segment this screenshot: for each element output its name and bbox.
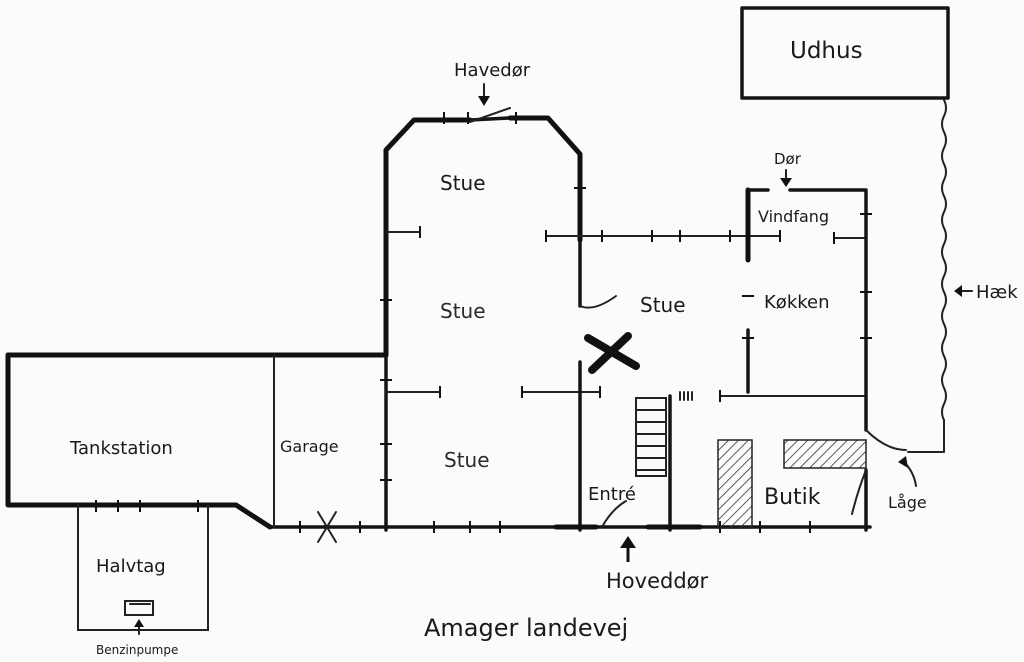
annotation-hoveddor: Hoveddør: [606, 569, 708, 593]
cross-mark: [584, 332, 640, 374]
arrows: [134, 83, 973, 635]
hoveddor-arrow-icon: [620, 536, 636, 562]
room-label-garage: Garage: [280, 437, 339, 456]
room-label-butik: Butik: [764, 485, 821, 510]
annotation-laage: Låge: [888, 493, 927, 512]
room-label-tankstation: Tankstation: [69, 438, 173, 459]
shop-counters: [717, 439, 867, 529]
room-label-stue-top: Stue: [440, 171, 486, 195]
main-house-walls: [5, 115, 872, 631]
haek-arrow-icon: [954, 285, 973, 297]
door-swings: [317, 107, 907, 543]
room-label-halvtag: Halvtag: [96, 556, 166, 577]
room-label-entre: Entré: [588, 484, 636, 505]
hedge: [907, 99, 947, 453]
room-label-stue-right: Stue: [640, 293, 686, 317]
outbuilding: [740, 6, 950, 100]
dor-arrow-icon: [780, 169, 792, 187]
room-label-udhus: Udhus: [790, 38, 863, 64]
laage-arrow-icon: [898, 456, 917, 487]
annotation-benzinpumpe: Benzinpumpe: [96, 643, 178, 657]
annotation-haek: Hæk: [976, 282, 1018, 303]
havedor-arrow-icon: [478, 83, 490, 106]
room-label-stue-bottom: Stue: [444, 448, 490, 472]
room-label-vindfang: Vindfang: [758, 207, 829, 226]
room-label-kokken: Køkken: [764, 292, 830, 313]
staircase: [635, 391, 693, 477]
benzinpumpe-arrow-icon: [134, 619, 144, 635]
room-label-stue-middle: Stue: [440, 299, 486, 323]
annotation-havedor: Havedør: [454, 60, 531, 81]
annotation-dor: Dør: [774, 150, 802, 168]
fuel-pump-symbol: [124, 600, 154, 616]
road-label: Amager landevej: [424, 614, 628, 642]
